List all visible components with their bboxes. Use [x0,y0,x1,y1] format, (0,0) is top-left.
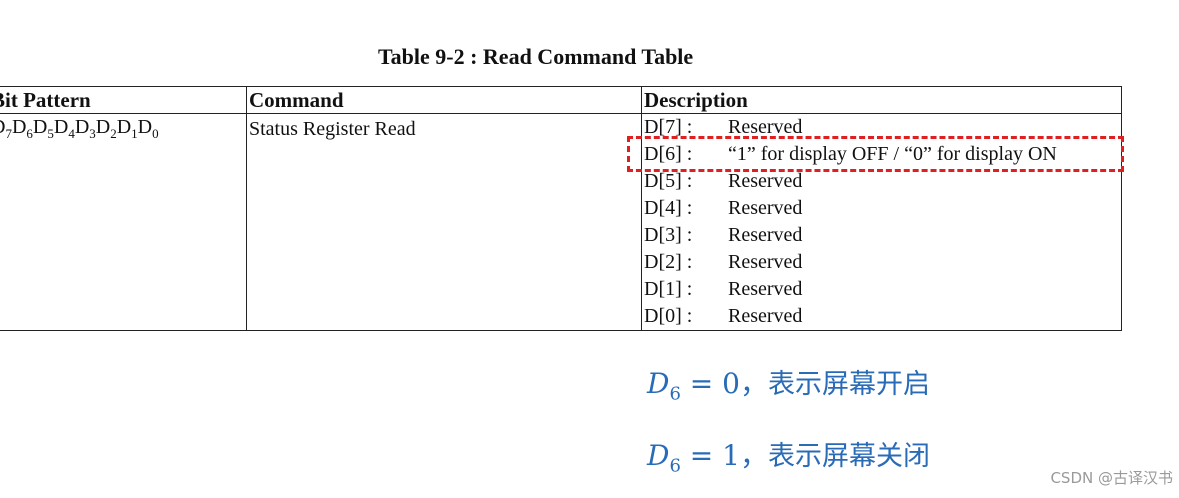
bit-description: “1” for display OFF / “0” for display ON [728,143,1057,165]
description-row-d7: D[7] : Reserved [644,114,1121,141]
description-cell: D[7] : Reserved D[6] : “1” for display OFF… [641,113,1122,331]
bit-pattern-bit: D1 [116,116,138,141]
bit-description: Reserved [728,116,803,138]
bit-description: Reserved [728,305,803,327]
read-command-table-wrapper: Bit Pattern Command Description D7D6D5D4… [0,86,1122,331]
table-row: D7D6D5D4D3D2D1D0 Status Register Read D[… [0,113,1122,331]
bit-pattern-bit: D7 [0,116,12,141]
bit-description: Reserved [728,197,803,219]
annotation-subscript: 6 [669,383,681,405]
bit-label: D[3] : [644,224,693,246]
table-header-row: Bit Pattern Command Description [0,86,1122,114]
bit-pattern-bit: D6 [11,116,33,141]
watermark: CSDN @古译汉书 [1050,469,1173,487]
bit-pattern-bit: D4 [53,116,75,141]
read-command-table: Bit Pattern Command Description D7D6D5D4… [0,86,1122,331]
annotation-relation: = 1， [680,439,768,472]
d6-highlight-box [627,136,1124,172]
description-list: D[7] : Reserved D[6] : “1” for display OFF… [644,114,1121,330]
description-row-d2: D[2] : Reserved [644,249,1121,276]
annotation-variable: D [647,439,670,472]
annotation-display-off: D6 = 1，表示屏幕关闭 [647,434,930,477]
description-row-d4: D[4] : Reserved [644,195,1121,222]
description-row-d6: D[6] : “1” for display OFF / “0” for disp… [644,141,1121,168]
bit-label: D[5] : [644,170,693,192]
bit-label: D[1] : [644,278,693,300]
bit-pattern-bit: D5 [32,116,54,141]
annotation-text: 表示屏幕关闭 [767,441,930,472]
description-row-d1: D[1] : Reserved [644,276,1121,303]
bit-description: Reserved [728,278,803,300]
bit-pattern-bit: D2 [95,116,117,141]
header-command: Command [246,86,642,114]
annotation-variable: D [647,367,670,400]
bit-label: D[4] : [644,197,693,219]
bit-label: D[6] : [644,143,693,165]
header-bit-pattern: Bit Pattern [0,86,247,114]
bit-pattern-bit: D3 [74,116,96,141]
bit-description: Reserved [728,251,803,273]
bit-description: Reserved [728,224,803,246]
bit-pattern-cell: D7D6D5D4D3D2D1D0 [0,113,247,331]
description-row-d5: D[5] : Reserved [644,168,1121,195]
bit-description: Reserved [728,170,803,192]
annotation-display-on: D6 = 0，表示屏幕开启 [647,362,930,405]
annotation-subscript: 6 [669,455,681,477]
bit-label: D[0] : [644,305,693,327]
annotation-relation: = 0， [680,367,768,400]
description-row-d0: D[0] : Reserved [644,303,1121,330]
command-cell: Status Register Read [246,113,642,331]
bit-label: D[2] : [644,251,693,273]
header-description: Description [641,86,1122,114]
bit-label: D[7] : [644,116,693,138]
annotation-text: 表示屏幕开启 [767,369,930,400]
bit-pattern-bit: D0 [137,116,159,141]
description-row-d3: D[3] : Reserved [644,222,1121,249]
table-caption: Table 9-2 : Read Command Table [378,44,694,69]
